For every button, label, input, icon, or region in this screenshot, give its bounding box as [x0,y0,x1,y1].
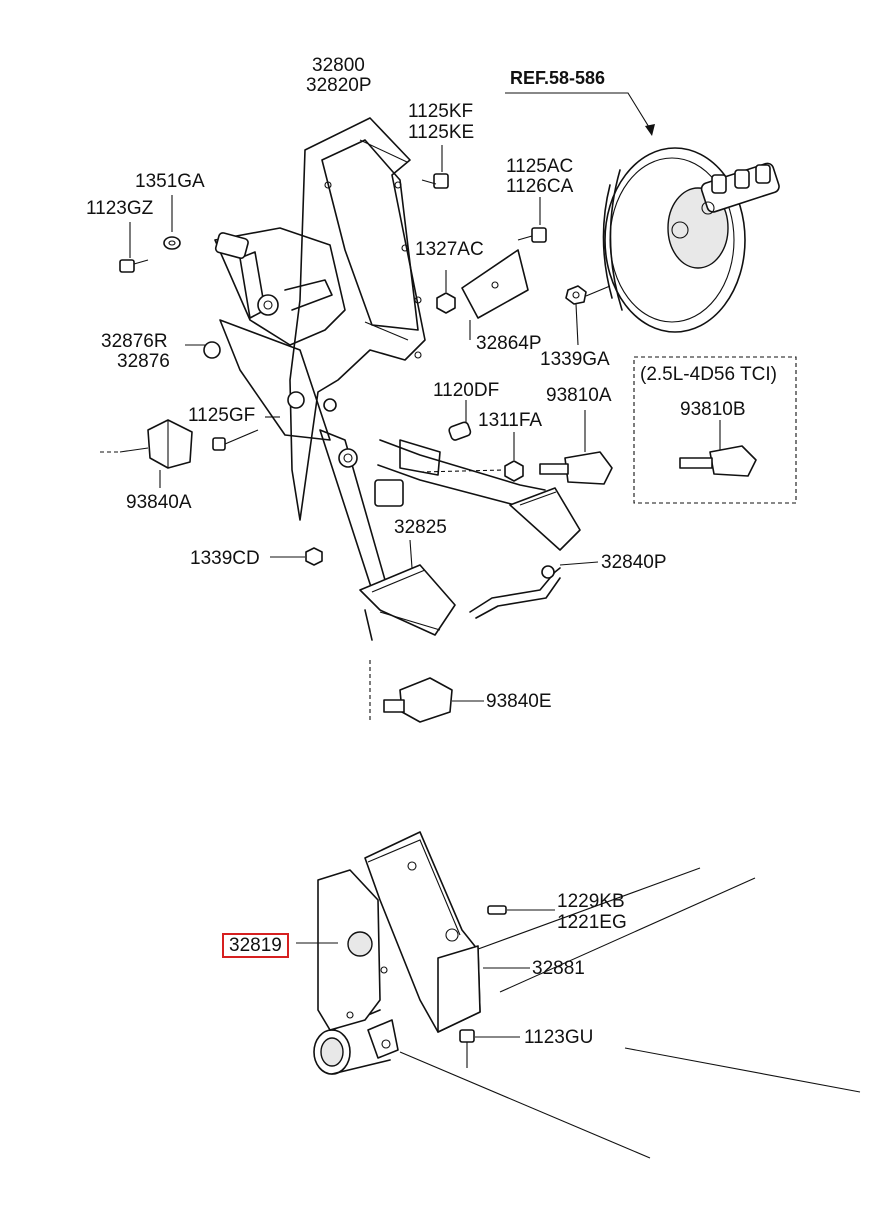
bolt-1125ac-drawing [517,197,547,243]
part-label-32819-highlighted[interactable]: 32819 [222,933,289,958]
part-label-32800[interactable]: 32800 [312,55,365,76]
switch-93840e-drawing [369,660,484,723]
cap-32876-drawing [185,341,221,359]
part-label-32881[interactable]: 32881 [532,958,585,979]
part-label-1229KB[interactable]: 1229KB [557,891,625,912]
part-label-1123GU[interactable]: 1123GU [524,1027,594,1048]
part-label-1339GA[interactable]: 1339GA [540,349,610,370]
nut-1339cd-drawing [270,547,323,566]
variant-box-title: (2.5L-4D56 TCI) [640,364,777,385]
part-label-32864P[interactable]: 32864P [476,333,542,354]
bolt-1120df-drawing [448,400,472,441]
washer-1351ga-drawing [163,195,181,250]
pedal-arm-drawing [319,429,456,641]
bolt-1123gz-drawing [119,222,149,273]
part-label-93810B[interactable]: 93810B [680,399,746,420]
nut-1327ac-drawing [436,270,456,314]
part-label-32876R[interactable]: 32876R [101,331,168,352]
part-label-93840A[interactable]: 93840A [126,492,192,513]
nut-1339ga-drawing [565,285,611,346]
brake-booster-drawing [602,147,780,333]
leader-32825 [409,539,413,569]
pivot-assembly-drawing [214,227,346,441]
part-label-1351GA[interactable]: 1351GA [135,171,205,192]
brake-pedal-drawing [374,439,581,551]
reference-label[interactable]: REF.58-586 [510,68,606,88]
part-label-1327AC[interactable]: 1327AC [415,239,484,260]
part-label-93840E[interactable]: 93840E [486,691,552,712]
part-label-32840P[interactable]: 32840P [601,552,667,573]
rod-32840p-drawing [469,561,599,619]
bolt-1125gf-drawing [212,416,280,451]
part-label-1311FA[interactable]: 1311FA [478,410,543,431]
switch-93840a-drawing [98,419,193,488]
part-label-1123GZ[interactable]: 1123GZ [86,198,154,219]
variant-box-drawing [633,356,797,504]
part-label-1125GF[interactable]: 1125GF [188,405,256,426]
part-label-1125KF[interactable]: 1125KF [408,101,474,122]
switch-93810a-drawing [539,410,613,485]
part-label-32820P[interactable]: 32820P [306,75,372,96]
nut-1311fa-drawing [419,432,524,482]
part-label-1221EG[interactable]: 1221EG [557,912,627,933]
part-label-1125AC[interactable]: 1125AC [506,156,574,177]
part-label-1120DF[interactable]: 1120DF [433,380,500,401]
part-label-1125KE[interactable]: 1125KE [408,122,475,143]
part-label-32876[interactable]: 32876 [117,351,170,372]
bolt-1125kf-drawing [421,145,449,189]
bracket-32864p-drawing [461,249,529,340]
part-label-1339CD[interactable]: 1339CD [190,548,260,569]
lower-bracket-drawing [296,831,861,1159]
part-label-32825[interactable]: 32825 [394,517,447,538]
part-label-1126CA[interactable]: 1126CA [506,176,574,197]
part-label-93810A[interactable]: 93810A [546,385,612,406]
